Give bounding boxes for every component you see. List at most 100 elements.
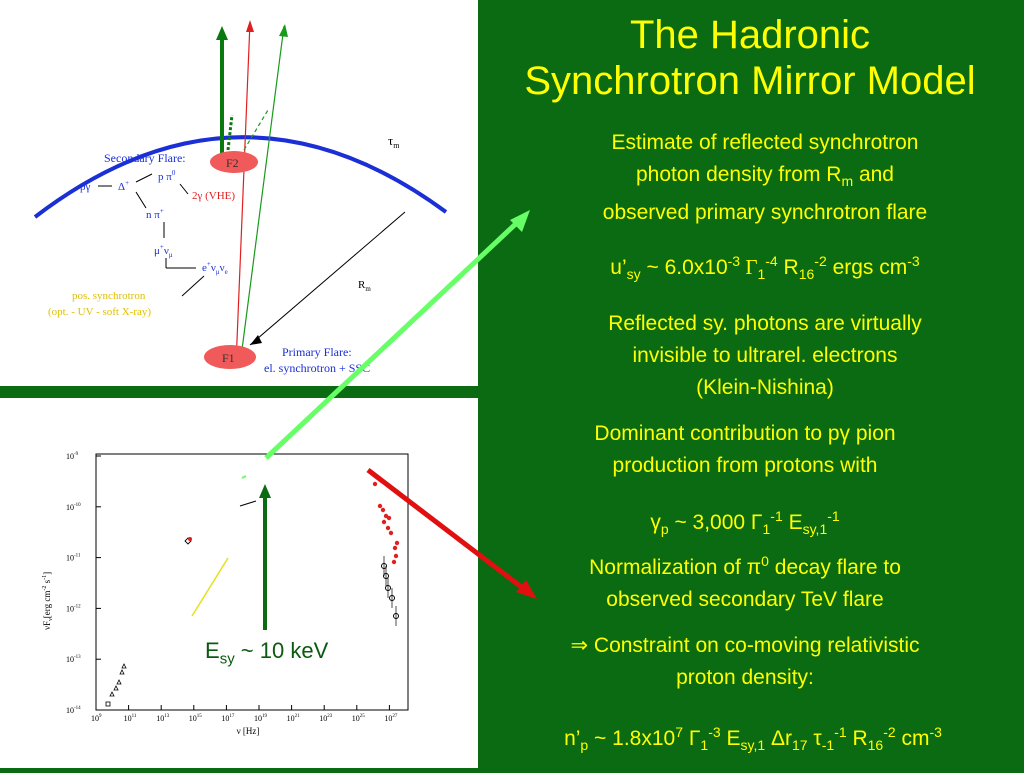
text-line: Dominant contribution to pγ pion <box>594 422 896 445</box>
title-line-2: Synchrotron Mirror Model <box>524 59 976 103</box>
pgamma-label: pγ <box>80 181 91 193</box>
x-tick-label: 1019 <box>254 714 268 723</box>
title-line-1: The Hadronic <box>629 13 871 57</box>
text-line: proton density: <box>676 666 814 689</box>
equation-u-sy: u’sy ~ 6.0x10-3 Γ1-4 R16-2 ergs cm-3 <box>610 253 920 283</box>
x-tick-label: 109 <box>91 714 102 723</box>
esy-arrowhead <box>259 484 271 498</box>
radio-points <box>109 663 127 697</box>
tev-red-point <box>391 559 397 565</box>
text-line: observed primary synchrotron flare <box>602 201 928 225</box>
rm-arrowhead <box>250 335 262 345</box>
e-nu-label: e+νμνe <box>202 260 228 276</box>
y-tick-label: 10-14 <box>66 706 81 715</box>
n-pi-label: n π+ <box>146 207 164 221</box>
reaction-arrow <box>135 173 153 183</box>
red-ray <box>235 21 251 366</box>
tev-red-point <box>380 507 386 513</box>
green-arrowhead <box>216 26 228 40</box>
f1-label: F1 <box>222 351 235 365</box>
green-ray <box>239 25 285 366</box>
primary-flare-desc: el. synchrotron + SSC <box>264 361 370 375</box>
paragraph-reflected: Reflected sy. photons are virtually invi… <box>540 308 990 404</box>
synchrotron-line <box>191 557 229 617</box>
primary-flare-label: Primary Flare: <box>282 345 352 359</box>
mu-nu-label: μ+νμ <box>154 243 173 259</box>
x-axis-label: ν [Hz] <box>237 726 260 736</box>
data-point <box>105 701 111 707</box>
reaction-arrow <box>135 191 147 209</box>
sed-plot-svg: 10-9 10-10 10-11 10-12 10-13 10-14 109 1011 101… <box>42 452 409 736</box>
x-tick-label: 1027 <box>384 714 398 723</box>
esy-label: Esy ~ 10 keV <box>205 638 329 668</box>
green-mark <box>241 475 247 479</box>
x-tick-label: 1017 <box>221 714 235 723</box>
text-line: invisible to ultrarel. electrons <box>632 344 898 367</box>
x-tick-group: 109 1011 1013 1015 1017 1019 1021 1023 1025 1027 <box>91 705 398 723</box>
f2-label: F2 <box>226 156 239 170</box>
rm-line <box>249 211 406 346</box>
tev-red-point <box>392 545 398 551</box>
x-tick-label: 1023 <box>319 714 333 723</box>
green-dashed-reflection <box>243 109 269 151</box>
tev-red-points <box>372 481 400 565</box>
equation-gamma-p: γp ~ 3,000 Γ1-1 Esy,1-1 <box>650 508 840 538</box>
tev-red-point <box>388 530 394 536</box>
tev-red-point <box>377 503 383 509</box>
x-tick-label: 1013 <box>156 714 170 723</box>
text-line: Normalization of π0 decay flare to <box>589 553 901 579</box>
paragraph-normalization: Normalization of π0 decay flare to obser… <box>520 545 970 616</box>
text-line: (Klein-Nishina) <box>696 376 834 399</box>
x-tick-label: 1021 <box>287 714 301 723</box>
slide-title: The Hadronic Synchrotron Mirror Model <box>490 12 1010 104</box>
y-tick-group: 10-9 10-10 10-11 10-12 10-13 10-14 <box>66 452 101 715</box>
pos-synchrotron-label: pos. synchrotron <box>72 290 146 302</box>
y-tick-label: 10-13 <box>66 655 81 664</box>
x-tick-label: 1011 <box>124 714 137 723</box>
tev-red-point <box>393 553 399 559</box>
secondary-flare-label: Secondary Flare: <box>104 151 186 165</box>
rm-label: Rm <box>358 279 371 293</box>
text-line: Estimate of reflected synchrotron <box>611 131 919 154</box>
x-tick-label: 1025 <box>352 714 366 723</box>
y-tick-label: 10-11 <box>66 554 81 563</box>
text-line: production from protons with <box>612 454 878 477</box>
tev-red-point <box>372 481 378 487</box>
y-axis-label: νFν[erg cm-2 s-1] <box>42 572 54 630</box>
plot-frame <box>95 453 409 711</box>
f2-flare <box>210 151 258 173</box>
reaction-arrow <box>181 275 205 297</box>
diagram-svg: F2 F1 τm Secondary Flare: pγ Δ+ p π0 2γ … <box>33 20 448 375</box>
y-tick-label: 10-10 <box>66 503 81 512</box>
sed-plot-panel: 10-9 10-10 10-11 10-12 10-13 10-14 109 1011 101… <box>0 398 478 768</box>
p-pi0-label: p π0 <box>158 169 176 183</box>
tev-red-point <box>385 525 391 531</box>
text-line: Reflected sy. photons are virtually <box>608 312 922 335</box>
equation-n-p: n’p ~ 1.8x107 Γ1-3 Esy,1 Δr17 τ-1-1 R16-… <box>564 724 942 754</box>
mirror-arc <box>33 135 448 219</box>
mirror-model-diagram: F2 F1 τm Secondary Flare: pγ Δ+ p π0 2γ … <box>0 0 478 386</box>
text-line: ⇒ Constraint on co-moving relativistic <box>570 634 920 657</box>
y-tick-label: 10-9 <box>66 452 79 461</box>
optical-point-red <box>188 537 192 541</box>
reaction-arrow <box>179 183 189 195</box>
green-dotted-line <box>226 114 234 151</box>
y-tick-label: 10-12 <box>66 604 81 613</box>
x-tick-label: 1015 <box>189 714 203 723</box>
green-ray-arrowhead <box>279 24 288 37</box>
delta-label: Δ+ <box>118 179 129 193</box>
tev-red-point <box>394 540 400 546</box>
xray-segment <box>239 500 257 507</box>
tev-red-point <box>386 515 392 521</box>
tev-black-points <box>381 556 399 626</box>
tev-red-point <box>381 519 387 525</box>
paragraph-dominant: Dominant contribution to pγ pion product… <box>520 418 970 482</box>
red-arrowhead <box>246 20 254 32</box>
text-line: observed secondary TeV flare <box>606 588 884 611</box>
pos-synchrotron-range: (opt. - UV - soft X-ray) <box>48 306 151 318</box>
two-gamma-vhe-label: 2γ (VHE) <box>192 190 235 202</box>
tau-m-label: τm <box>388 133 400 150</box>
text-line: photon density from Rm and <box>636 163 894 190</box>
paragraph-constraint: ⇒ Constraint on co-moving relativistic p… <box>490 630 1000 694</box>
paragraph-estimate: Estimate of reflected synchrotron photon… <box>540 127 990 229</box>
